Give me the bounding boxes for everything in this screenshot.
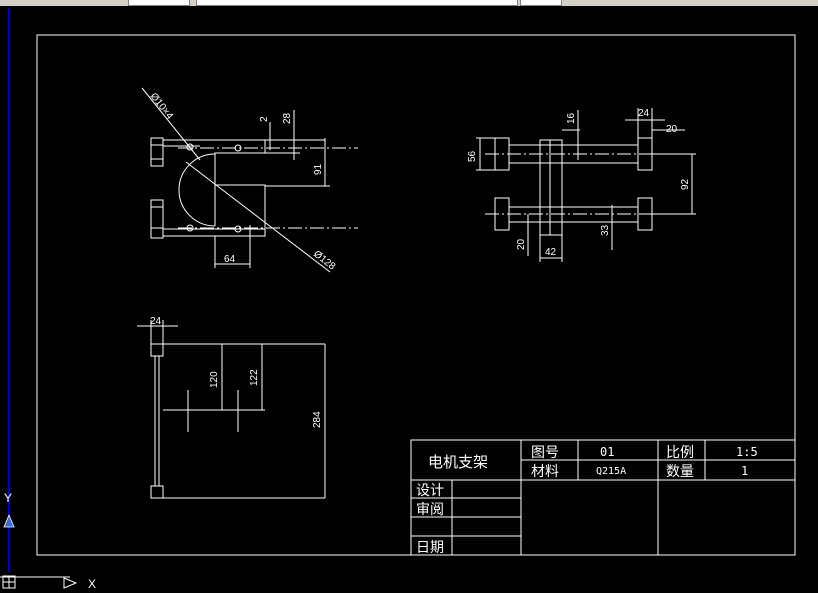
ucs-y-label: Y — [4, 491, 12, 505]
lineweight-dropdown[interactable] — [520, 0, 562, 6]
drawing-no-label: 图号 — [531, 444, 559, 460]
dim-20-top: 20 — [666, 124, 678, 135]
part-name: 电机支架 — [428, 454, 488, 471]
review-label: 审阅 — [416, 501, 444, 517]
material-label: 材料 — [531, 463, 559, 479]
boss-top — [150, 343, 164, 357]
boss-top-left — [150, 137, 164, 167]
dim-120: 120 — [209, 371, 220, 388]
quantity-value: 1 — [741, 464, 748, 478]
top-view — [476, 108, 696, 262]
dim-2: 2 — [259, 116, 270, 122]
layer-dropdown[interactable] — [128, 0, 190, 6]
front-view — [141, 87, 358, 273]
design-label: 设计 — [416, 482, 444, 498]
scale-label: 比例 — [666, 444, 694, 460]
quantity-label: 数量 — [666, 463, 694, 479]
dim-28: 28 — [282, 112, 293, 124]
boss-bottom — [150, 485, 164, 499]
ucs-x-arrow-icon — [63, 577, 78, 589]
dim-92: 92 — [680, 178, 691, 190]
dim-284: 284 — [312, 411, 323, 428]
scale-value: 1:5 — [736, 445, 758, 459]
ucs-icon — [0, 8, 78, 589]
dim-33: 33 — [600, 224, 611, 236]
title-block — [410, 439, 796, 556]
date-label: 日期 — [416, 539, 444, 555]
dim-24-right: 24 — [638, 108, 650, 119]
toolbar-strip — [0, 0, 818, 6]
boss-bottom-left — [150, 199, 164, 239]
dim-122: 122 — [249, 369, 260, 386]
side-view — [137, 320, 326, 499]
dim-91: 91 — [313, 163, 324, 175]
linetype-dropdown[interactable] — [196, 0, 518, 6]
drawing-canvas[interactable]: Ø10×4 Ø128 2 28 91 64 56 16 24 20 92 20 … — [0, 6, 818, 593]
dim-64: 64 — [224, 254, 236, 265]
dim-24-left: 24 — [150, 316, 162, 327]
drawing-no-value: 01 — [600, 445, 614, 459]
dim-56: 56 — [467, 150, 478, 162]
material-value: Q215A — [596, 466, 626, 477]
dim-42: 42 — [545, 247, 557, 258]
ucs-y-arrow-icon — [3, 513, 15, 528]
dim-hole-note: Ø10×4 — [148, 91, 176, 122]
dim-20-bottom: 20 — [516, 238, 527, 250]
dim-16: 16 — [566, 112, 577, 124]
ucs-x-label: X — [88, 577, 96, 591]
